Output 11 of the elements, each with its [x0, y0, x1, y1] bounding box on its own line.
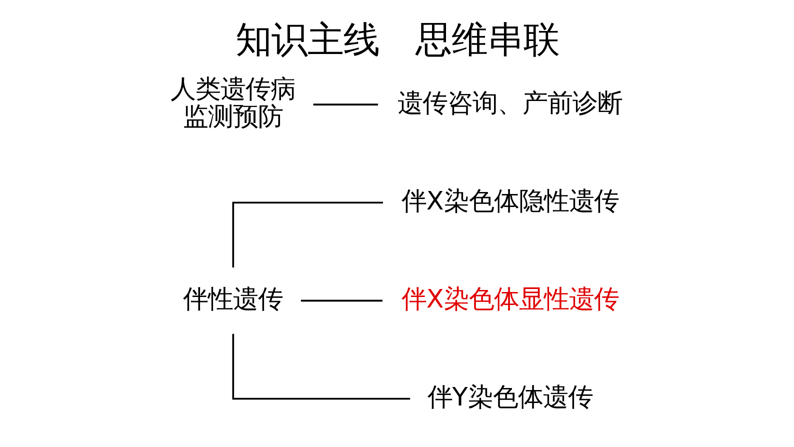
connector	[312, 104, 378, 106]
connector	[232, 202, 382, 268]
connector	[232, 334, 410, 400]
connector	[300, 300, 382, 302]
node-text: 人类遗传病 监测预防	[170, 74, 296, 131]
node-text: 伴X染色体隐性遗传	[400, 185, 618, 216]
node-text: 遗传咨询、产前诊断	[397, 87, 622, 118]
diagram-title: 知识主线 思维串联	[235, 18, 559, 61]
node-text: 伴性遗传	[182, 283, 283, 314]
node-text: 伴Y染色体遗传	[426, 381, 592, 412]
node-text: 伴X染色体显性遗传	[400, 283, 618, 314]
